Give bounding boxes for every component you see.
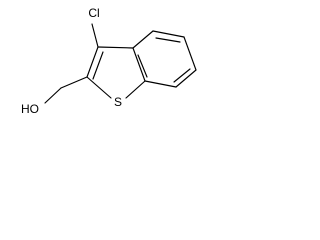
bond-c3-c2-inner xyxy=(92,51,104,80)
sulfur-label: S xyxy=(114,95,122,109)
bond-c5-c6 xyxy=(183,36,197,71)
bond-c2-s xyxy=(86,76,112,99)
bond-c3a-c7a xyxy=(132,47,146,82)
bond-c3a-c4 xyxy=(132,30,154,49)
bond-c3-c3a xyxy=(97,46,134,49)
hydroxyl-label: HO xyxy=(21,102,39,116)
bond-c4-c5-inner xyxy=(155,37,181,43)
bond-c4-c5 xyxy=(152,30,185,38)
molecular-structure: Cl S HO xyxy=(21,6,197,116)
bond-c3-cl xyxy=(91,23,99,48)
chlorine-label: Cl xyxy=(88,6,99,20)
bond-c3-c2 xyxy=(86,46,99,78)
bond-ch2-o xyxy=(44,87,62,104)
bond-c7-c7a xyxy=(144,80,177,88)
bond-c2-ch2 xyxy=(60,76,88,89)
bond-c6-c7 xyxy=(175,69,197,88)
bond-c6-c7-inner xyxy=(173,68,191,83)
bond-s-c7a xyxy=(125,80,146,99)
bond-c3a-c7a-inner xyxy=(137,54,148,78)
